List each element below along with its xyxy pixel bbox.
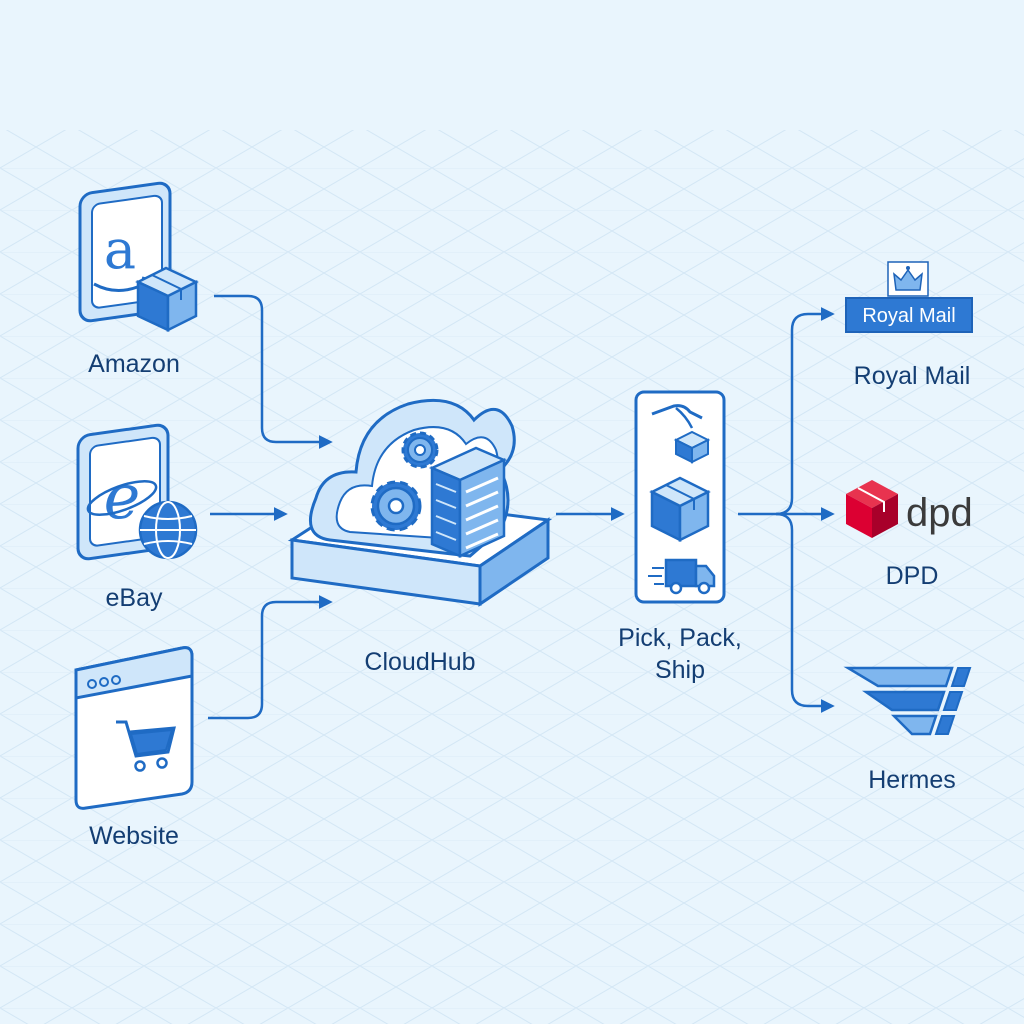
- dpd-cube-icon: [846, 480, 898, 538]
- fulfilment-panel: [634, 390, 726, 604]
- gear-small-icon: [401, 431, 439, 469]
- source-ebay: e: [76, 423, 198, 561]
- cloud-server-gears-icon: [308, 398, 516, 558]
- crown-icon: [893, 266, 923, 291]
- connector-to-hermes: [775, 512, 835, 713]
- dpd-logo-text: dpd: [906, 491, 973, 535]
- carrier-dpd: dpd: [846, 480, 973, 538]
- package-box-icon: [649, 476, 711, 543]
- source-amazon: a: [78, 181, 199, 333]
- ebay-e-glyph: e: [104, 460, 141, 533]
- carrier-label-royal-mail: Royal Mail: [853, 362, 971, 390]
- gear-icon: [370, 480, 422, 532]
- shopping-cart-icon: [116, 720, 176, 772]
- fulfilment-label-line2: Ship: [654, 656, 706, 684]
- hand-pick-icon: [651, 404, 711, 464]
- hermes-wing-icon: [843, 666, 972, 736]
- source-label-ebay: eBay: [105, 584, 163, 612]
- source-label-website: Website: [89, 822, 179, 850]
- ebay-globe-icon: [138, 500, 198, 560]
- source-website: [74, 646, 194, 810]
- connectors: [208, 294, 835, 720]
- carrier-label-hermes: Hermes: [868, 766, 956, 794]
- royal-mail-logo: [845, 297, 973, 333]
- carrier-label-dpd: DPD: [885, 562, 939, 590]
- package-box-icon: [135, 266, 199, 333]
- source-label-amazon: Amazon: [88, 350, 180, 378]
- hub-cloudhub: [287, 398, 553, 607]
- connector-amazon-to-hub: [214, 294, 333, 449]
- royal-mail-logo-text: Royal Mail: [862, 305, 955, 327]
- amazon-logo-icon: a: [104, 218, 136, 281]
- hub-label: CloudHub: [364, 648, 476, 676]
- connector-to-royal-mail: [775, 307, 835, 516]
- carrier-royal-mail: Royal Mail: [845, 261, 973, 333]
- fulfilment-label-line1: Pick, Pack,: [618, 624, 742, 652]
- connector-website-to-hub: [208, 595, 333, 720]
- server-rack-icon: [428, 446, 508, 558]
- delivery-truck-icon: [648, 558, 716, 595]
